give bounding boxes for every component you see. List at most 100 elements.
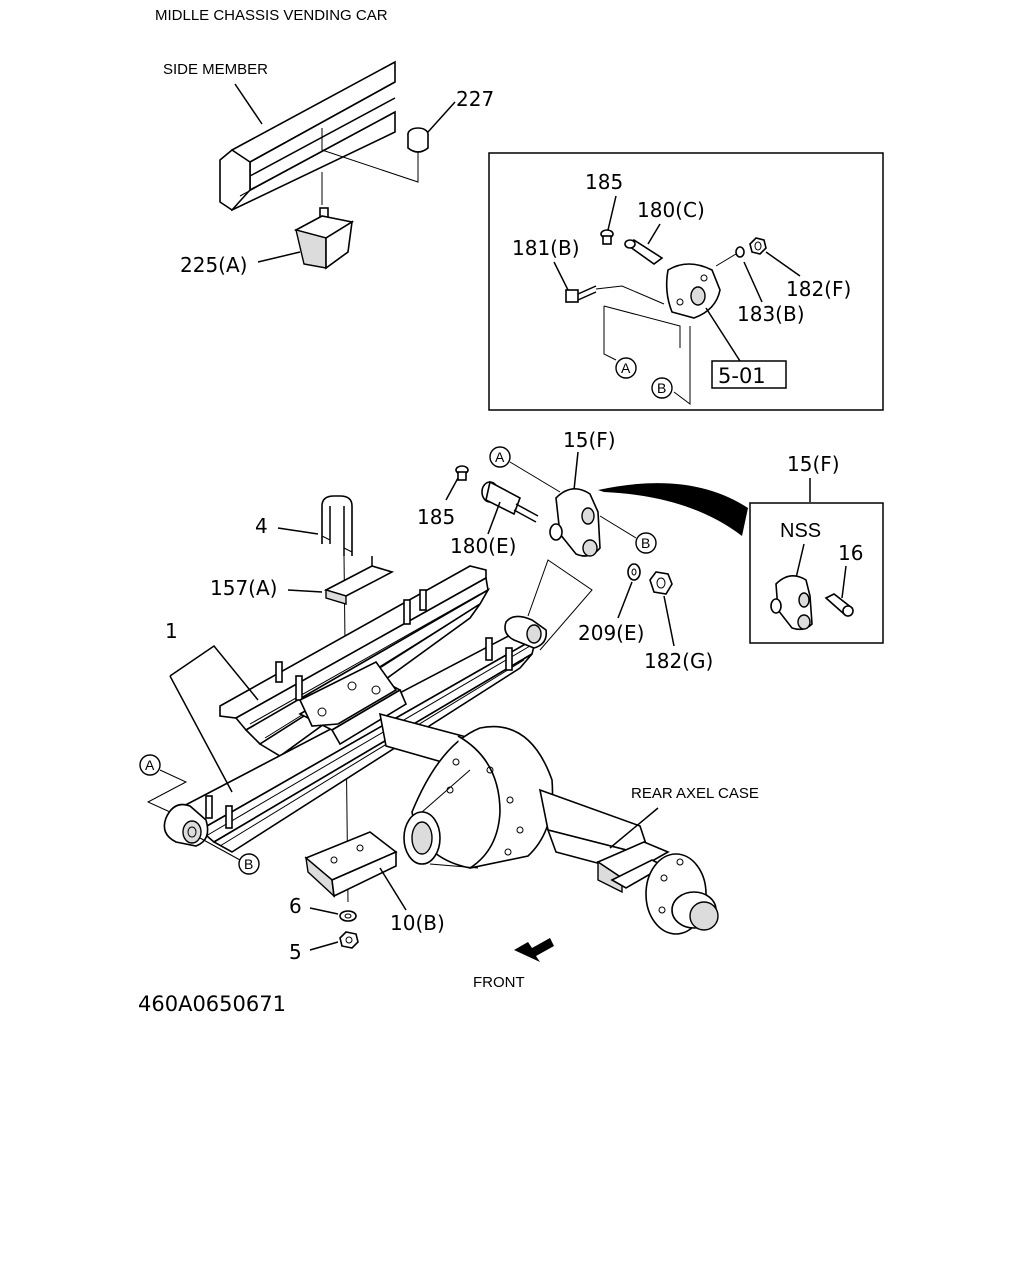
pin-16-icon [824, 593, 854, 617]
shackle-bracket-icon [665, 263, 721, 319]
inset-frame [488, 152, 884, 411]
callout-185-main: 185 [417, 505, 455, 529]
spring-eye-bushing-icon [163, 803, 209, 847]
marker-a-inset [615, 357, 637, 379]
leader-4 [277, 527, 319, 535]
marker-b-inset-text: B [657, 380, 666, 396]
figure-code: 460A0650671 [138, 992, 286, 1016]
leader-180c [647, 223, 661, 245]
nut-227-icon [407, 127, 429, 153]
guide-line-183b [715, 253, 737, 267]
detail-frame-15f [749, 502, 884, 644]
shackle-nss-icon [770, 575, 813, 631]
guide-line-rear-eye [527, 559, 593, 651]
leader-157a [287, 589, 323, 593]
leader-185-inset [607, 195, 617, 231]
leader-182f [765, 251, 801, 277]
guide-line-a-bottom [146, 769, 188, 813]
spring-seat-casting-icon [298, 660, 398, 727]
leader-185-main [445, 477, 459, 501]
leader-181b [553, 261, 569, 291]
callout-157a: 157(A) [210, 576, 277, 600]
callout-227: 227 [456, 87, 494, 111]
grease-nipple-185-icon [600, 229, 614, 245]
marker-b-main-top-text: B [641, 535, 650, 551]
callout-16: 16 [838, 541, 863, 565]
leader-5-01 [705, 307, 741, 362]
washer-6-icon [339, 910, 357, 922]
pin-180e-icon [481, 480, 539, 523]
washer-183b-icon [735, 246, 745, 258]
rubber-stopper-225a-icon [293, 207, 355, 270]
callout-15f-detail: 15(F) [787, 452, 840, 476]
callout-182f: 182(F) [786, 277, 851, 301]
leader-227 [427, 101, 456, 133]
callout-209e: 209(E) [578, 621, 644, 645]
leader-16 [841, 565, 847, 599]
leader-209e [617, 581, 633, 619]
detail-arrow-icon [598, 483, 748, 536]
nss-label: NSS [780, 520, 821, 542]
leader-15f-main [573, 451, 579, 491]
leader-10b [379, 867, 407, 911]
front-arrow-icon [514, 938, 554, 962]
side-member-drawing [219, 60, 396, 212]
marker-a-inset-text: A [621, 360, 631, 376]
leader-5 [309, 941, 339, 951]
leader-180e [487, 501, 501, 535]
leader-182g [663, 595, 675, 647]
callout-6: 6 [289, 894, 302, 918]
callout-4: 4 [255, 514, 268, 538]
guide-line-a-main [509, 461, 561, 493]
callout-15f-main: 15(F) [563, 428, 616, 452]
guide-line-b-main [599, 515, 637, 539]
leader-183b [743, 261, 763, 303]
marker-a-main-top-text: A [495, 449, 505, 465]
callout-180e: 180(E) [450, 534, 516, 558]
bolt-181b-icon [565, 285, 597, 303]
side-member-label: SIDE MEMBER [163, 61, 268, 78]
guide-line-b-bottom [199, 837, 241, 861]
leader-225a [257, 251, 301, 263]
side-member-leader [234, 83, 263, 125]
marker-b-main-bottom [238, 853, 260, 875]
callout-181b: 181(B) [512, 236, 580, 260]
leader-1-upper [169, 644, 259, 701]
marker-a-main-bottom-text: A [145, 757, 155, 773]
callout-10b: 10(B) [390, 911, 445, 935]
guide-line-227 [321, 128, 419, 183]
guide-line-a-inset-2 [603, 305, 681, 348]
callout-182g: 182(G) [644, 649, 713, 673]
leader-rear-axel-case [609, 807, 659, 849]
guide-line-a-inset [603, 306, 617, 361]
nut-182g-icon [649, 571, 673, 595]
leader-1-lower [169, 675, 233, 793]
callout-5: 5 [289, 940, 302, 964]
leader-nss [795, 543, 805, 579]
nut-182f-icon [749, 237, 767, 255]
nut-5-icon [339, 931, 359, 949]
callout-225a: 225(A) [180, 253, 247, 277]
spring-seat-157a-icon [323, 556, 395, 605]
leader-6 [309, 907, 339, 915]
spring-rear-eye-icon [504, 615, 548, 649]
callout-185-inset: 185 [585, 170, 623, 194]
pin-180c-icon [624, 239, 664, 265]
front-label: FRONT [473, 974, 525, 991]
diagram-title: MIDLLE CHASSIS VENDING CAR [155, 7, 388, 24]
callout-183b: 183(B) [737, 302, 805, 326]
callout-180c: 180(C) [637, 198, 705, 222]
u-bolt-4-icon [321, 495, 353, 556]
marker-a-main-top [489, 446, 511, 468]
reference-box-5-01 [711, 360, 787, 389]
guide-line-181b [595, 285, 665, 305]
washer-209e-icon [627, 563, 641, 581]
callout-1: 1 [165, 619, 178, 643]
marker-b-main-top [635, 532, 657, 554]
marker-b-inset [651, 377, 673, 399]
reference-5-01: 5-01 [718, 364, 766, 388]
shackle-15f-icon [549, 488, 601, 557]
spring-plate-10b-icon [304, 831, 398, 898]
marker-a-main-bottom [139, 754, 161, 776]
